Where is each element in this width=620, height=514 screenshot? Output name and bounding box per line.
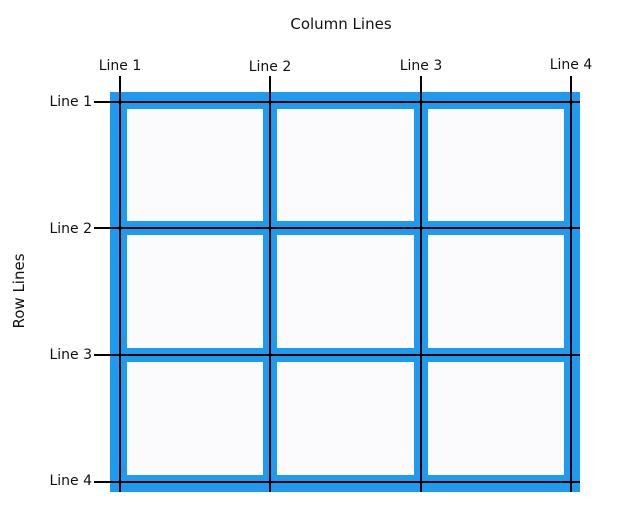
grid-cell <box>428 362 564 475</box>
row-line-2-label: Line 2 <box>49 221 92 237</box>
grid-cell <box>277 362 414 475</box>
column-line-4-label: Line 4 <box>550 57 593 73</box>
row-line-3-label: Line 3 <box>49 347 92 363</box>
row-line-1-label: Line 1 <box>49 94 92 110</box>
grid-cell <box>428 235 564 348</box>
grid-cell <box>277 235 414 348</box>
column-line-2-label: Line 2 <box>249 59 292 75</box>
grid-cell <box>127 109 263 221</box>
column-line-3-label: Line 3 <box>400 58 443 74</box>
grid-cell <box>127 362 263 475</box>
grid-cell <box>127 235 263 348</box>
row-line-4-label: Line 4 <box>49 473 92 489</box>
column-line-1-label: Line 1 <box>99 58 142 74</box>
grid-lines <box>94 76 580 492</box>
grid-cells <box>127 109 564 475</box>
grid-cell <box>428 109 564 221</box>
column-lines-title: Column Lines <box>290 15 391 33</box>
row-lines-title: Row Lines <box>10 253 28 328</box>
grid-cell <box>277 109 414 221</box>
